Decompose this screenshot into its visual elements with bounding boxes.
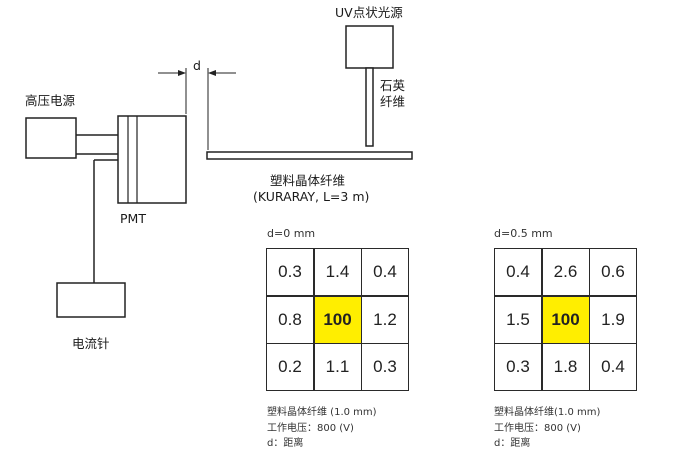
gap-arrow-right-head	[208, 70, 216, 76]
uv-source-box	[345, 25, 394, 69]
panel-2-cell-center: 100	[542, 296, 589, 343]
panel-1-caption-line-3: d：距离	[267, 438, 304, 449]
panel-1-cell-7: 1.1	[314, 344, 361, 390]
current-meter-box	[56, 282, 126, 318]
panel-2-cell-7: 1.8	[542, 344, 589, 390]
panel-1-cell-1: 1.4	[314, 249, 361, 295]
quartz-fiber	[365, 67, 374, 147]
panel-2-cell-1: 2.6	[542, 249, 589, 295]
panel-2-cell-6: 0.3	[495, 344, 541, 390]
panel-2-caption-line-1: 塑料晶体纤维(1.0 mm)	[494, 407, 601, 418]
panel-1-cell-5: 1.2	[362, 296, 408, 343]
current-meter-label: 电流针	[72, 336, 110, 351]
panel-1-caption-line-1: 塑料晶体纤维 (1.0 mm)	[267, 407, 377, 418]
panel-2-cell-2: 0.6	[590, 249, 636, 295]
quartz-fiber-label-line2: 纤维	[380, 94, 406, 109]
hv-supply-box	[25, 117, 77, 159]
gap-arrow-left-head	[178, 70, 186, 76]
panel-2-caption-line-2: 工作电压：800 (V)	[494, 422, 581, 434]
panel-1-cell-6: 0.2	[267, 344, 313, 390]
panel-1-caption: 塑料晶体纤维 (1.0 mm) 工作电压：800 (V) d：距离	[267, 405, 377, 452]
panel-2-title: d=0.5 mm	[494, 227, 553, 240]
plastic-fiber-label-line1: 塑料晶体纤维	[270, 173, 346, 188]
quartz-fiber-label-line1: 石英	[380, 78, 406, 93]
panel-2-caption-line-3: d：距离	[494, 438, 531, 449]
panel-1-cell-center: 100	[314, 296, 361, 343]
pmt-box	[117, 115, 187, 204]
panel-1-title: d=0 mm	[267, 227, 316, 240]
panel-2-caption: 塑料晶体纤维(1.0 mm) 工作电压：800 (V) d：距离	[494, 405, 600, 452]
panel-1-cell-8: 0.3	[362, 344, 408, 390]
plastic-fiber-label-line2: (KURARAY, L=3 m)	[253, 189, 370, 204]
pmt-label: PMT	[120, 211, 146, 226]
panel-1-cell-0: 0.3	[267, 249, 313, 295]
panel-2-cell-0: 0.4	[495, 249, 541, 295]
hv-supply-label: 高压电源	[25, 93, 76, 108]
panel-1-cell-2: 0.4	[362, 249, 408, 295]
panel-1-caption-line-2: 工作电压：800 (V)	[267, 422, 354, 434]
panel-2-cell-5: 1.9	[590, 296, 636, 343]
panel-1-cell-3: 0.8	[267, 296, 313, 343]
gap-d-label: d	[193, 58, 201, 73]
plastic-fiber	[206, 151, 413, 160]
panel-2-cell-3: 1.5	[495, 296, 541, 343]
panel-2-cell-8: 0.4	[590, 344, 636, 390]
uv-source-label: UV点状光源	[335, 5, 403, 20]
